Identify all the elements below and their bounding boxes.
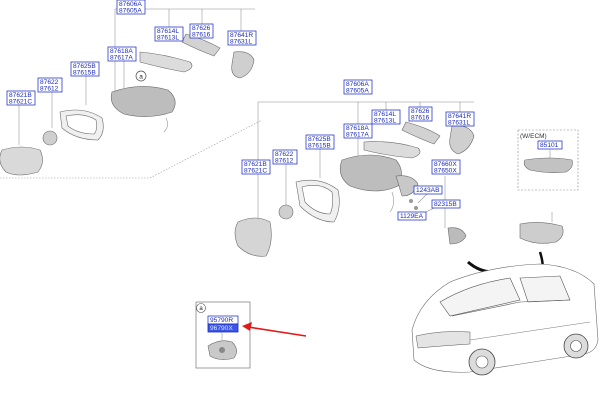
label-top-cap: 87641R 87631L (227, 30, 257, 46)
mid-leaders (257, 101, 474, 228)
svg-text:87612: 87612 (275, 158, 294, 165)
svg-text:87622: 87622 (275, 151, 294, 158)
label-mid-screw3: 1129EA (397, 211, 427, 221)
svg-text:82315B: 82315B (434, 201, 457, 208)
label-detail-a: 95790R (207, 315, 239, 325)
mid-housing (447, 227, 467, 245)
detail-a-box: a 95790R 96790X (195, 301, 251, 369)
label-top-body: 87618A 87617A (107, 46, 137, 62)
label-top-main: 87606A 87605A (116, 0, 146, 15)
label-top-scalp: 87625B 87615B (70, 61, 100, 77)
svg-text:1129EA: 1129EA (400, 213, 424, 220)
red-pointer-arrow (242, 322, 307, 337)
top-group-frame (0, 119, 263, 179)
top-mirror-body (110, 86, 176, 117)
svg-text:87615B: 87615B (308, 143, 331, 150)
svg-text:87605A: 87605A (346, 88, 369, 95)
svg-text:87621B: 87621B (244, 161, 267, 168)
mid-cap (449, 125, 475, 155)
svg-text:87615B: 87615B (73, 70, 96, 77)
svg-text:87626: 87626 (411, 108, 430, 115)
svg-text:87622: 87622 (40, 79, 59, 86)
mid-mirror-glass (234, 217, 272, 257)
mid-actuator (278, 204, 294, 220)
svg-text:87614L: 87614L (374, 111, 396, 118)
svg-text:87605A: 87605A (119, 8, 142, 15)
label-mid-cover: 87614L 87613L (371, 109, 401, 125)
mid-inner-cover (395, 175, 419, 197)
svg-text:87625B: 87625B (308, 136, 331, 143)
mid-mirror-body (339, 154, 402, 192)
mid-mirror-cover (363, 141, 421, 159)
top-cap (231, 51, 255, 79)
detail-callout-a (196, 303, 206, 313)
svg-text:87612: 87612 (40, 86, 59, 93)
svg-text:87631L: 87631L (230, 39, 252, 46)
label-top-indicator: 87626 87616 (189, 23, 214, 39)
svg-text:87606A: 87606A (119, 1, 142, 8)
rearview-mirror (519, 222, 564, 244)
label-mid-screw1: 1243AB (413, 185, 443, 195)
car-illustration (411, 212, 599, 376)
car-windshield (439, 277, 521, 317)
label-top-glass: 87621B 87621C (6, 90, 36, 106)
label-mid-actuator: 87622 87612 (272, 149, 298, 165)
svg-text:87617A: 87617A (346, 132, 369, 139)
mid-screw-2 (414, 206, 418, 210)
top-actuator (42, 130, 58, 146)
svg-text:87641R: 87641R (448, 113, 471, 120)
label-mid-screw2: 82315B (431, 199, 461, 209)
svg-text:87621B: 87621B (9, 92, 32, 99)
svg-text:87660X: 87660X (434, 161, 457, 168)
mid-mirror-group: 87606A 87605A 87614L 87613L 87626 87616 … (234, 79, 475, 257)
svg-text:a: a (139, 73, 143, 80)
car-grille (415, 331, 471, 349)
mid-indicator (401, 121, 441, 145)
svg-text:87625B: 87625B (73, 63, 96, 70)
ecm-mirror (523, 157, 573, 173)
svg-text:87617A: 87617A (110, 55, 133, 62)
svg-text:87650X: 87650X (434, 168, 457, 175)
svg-text:96790X: 96790X (210, 325, 233, 332)
svg-text:87626: 87626 (192, 25, 211, 32)
label-top-cover: 87614L 87613L (154, 26, 184, 42)
svg-text:87621C: 87621C (9, 99, 32, 106)
label-mid-inner: 87660X 87650X (431, 159, 461, 175)
svg-text:1243AB: 1243AB (416, 187, 440, 194)
top-mirror-cover (139, 51, 193, 73)
label-mid-scalp: 87625B 87615B (305, 134, 335, 150)
label-mid-cap: 87641R 87631L (445, 111, 475, 127)
svg-text:87618A: 87618A (110, 48, 133, 55)
label-mid-indicator: 87626 87616 (408, 106, 433, 122)
svg-text:95790R: 95790R (210, 317, 233, 324)
svg-text:87606A: 87606A (346, 81, 369, 88)
label-detail-b-highlight: 96790X (207, 323, 239, 333)
label-top-actuator: 87622 87612 (37, 77, 63, 93)
svg-text:87631L: 87631L (448, 120, 470, 127)
mid-screw-1 (409, 199, 413, 203)
svg-text:a: a (199, 306, 203, 312)
svg-text:87618A: 87618A (346, 125, 369, 132)
svg-text:85101: 85101 (540, 142, 559, 149)
svg-text:87614L: 87614L (157, 28, 179, 35)
svg-text:(W/ECM): (W/ECM) (520, 133, 547, 140)
svg-text:87621C: 87621C (244, 168, 267, 175)
label-ecm-part: 85101 (537, 140, 563, 150)
label-mid-glass: 87621B 87621C (241, 159, 271, 175)
svg-text:87616: 87616 (192, 32, 211, 39)
top-callout-a (135, 70, 147, 82)
svg-text:87613L: 87613L (157, 35, 179, 42)
top-mirror-group: a 87606A 87605A 87614L 87613L 87626 8761… (0, 0, 263, 179)
top-mirror-glass (0, 146, 43, 176)
label-mid-main: 87606A 87605A (343, 79, 373, 95)
ecm-inset: (W/ECM) 85101 (517, 129, 579, 191)
svg-text:87641R: 87641R (230, 32, 253, 39)
svg-text:87616: 87616 (411, 115, 430, 122)
label-mid-body: 87618A 87617A (343, 123, 373, 139)
svg-text:87613L: 87613L (374, 118, 396, 125)
